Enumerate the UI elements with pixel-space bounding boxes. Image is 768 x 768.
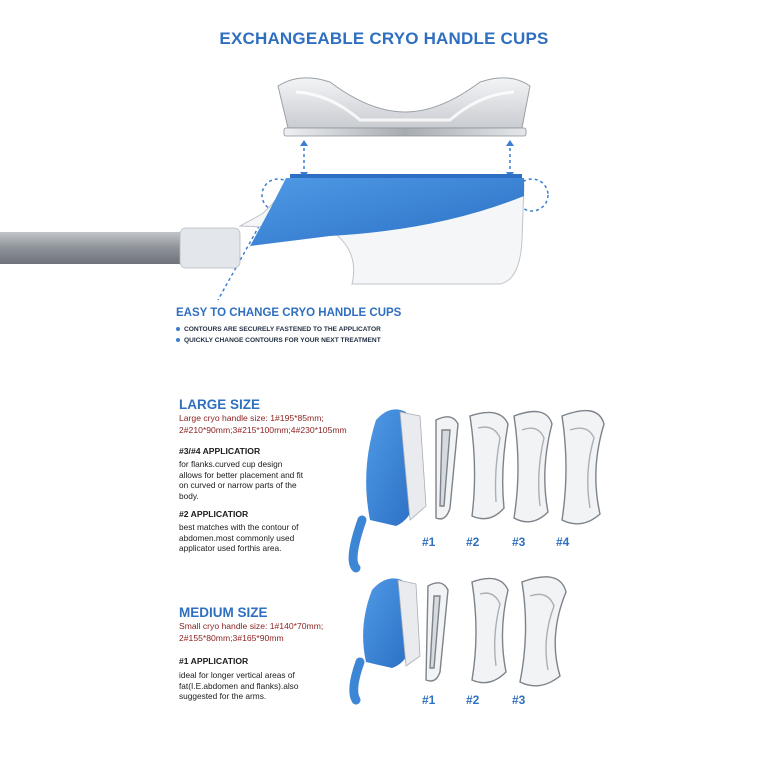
cryo-handle-illustration [0,174,525,285]
medium-size-title: MEDIUM SIZE [179,605,268,620]
medium-cup-2-illustration [471,577,509,684]
medium-app-title: #1 APPLICATIOR [179,656,249,666]
detached-cup-illustration [277,77,531,137]
medium-cup-label: #3 [512,693,526,707]
bullet-dot-icon [176,338,180,343]
bullet-item: CONTOURS ARE SECURELY FASTENED TO THE AP… [176,324,381,335]
page-title: EXCHANGEABLE CRYO HANDLE CUPS [219,29,549,48]
large-app1-description: for flanks.curved cup design allows for … [179,459,304,501]
large-applicator-illustration [348,409,427,573]
medium-cup-3-illustration [519,576,567,687]
large-cup-2-illustration [469,411,509,520]
medium-app-description: ideal for longer vertical areas of fat(I… [179,670,299,701]
large-cup-label: #3 [512,535,526,549]
large-cup-4-illustration [561,409,605,525]
easy-change-title: EASY TO CHANGE CRYO HANDLE CUPS [176,307,402,319]
large-cup-1-illustration [435,416,459,520]
large-app1-title: #3/#4 APPLICATIOR [179,446,261,456]
large-app2-description: best matches with the contour of abdomen… [179,522,299,553]
large-cup-label: #1 [422,535,436,549]
medium-cup-label: #1 [422,693,436,707]
large-size-spec: Large cryo handle size: 1#195*85mm; 2#21… [179,413,347,435]
large-cup-label: #2 [466,535,480,549]
easy-change-bullets: CONTOURS ARE SECURELY FASTENED TO THE AP… [176,324,381,346]
medium-applicator-illustration [349,578,421,705]
medium-cup-label: #2 [466,693,480,707]
bullet-item: QUICKLY CHANGE CONTOURS FOR YOUR NEXT TR… [176,335,381,346]
bullet-dot-icon [176,327,180,332]
medium-cup-1-illustration [425,582,449,682]
large-cup-3-illustration [513,410,553,523]
large-app2-title: #2 APPLICATIOR [179,509,249,519]
medium-size-spec: Small cryo handle size: 1#140*70mm; 2#15… [179,621,324,643]
large-cup-label: #4 [556,535,570,549]
large-size-title: LARGE SIZE [179,397,261,412]
